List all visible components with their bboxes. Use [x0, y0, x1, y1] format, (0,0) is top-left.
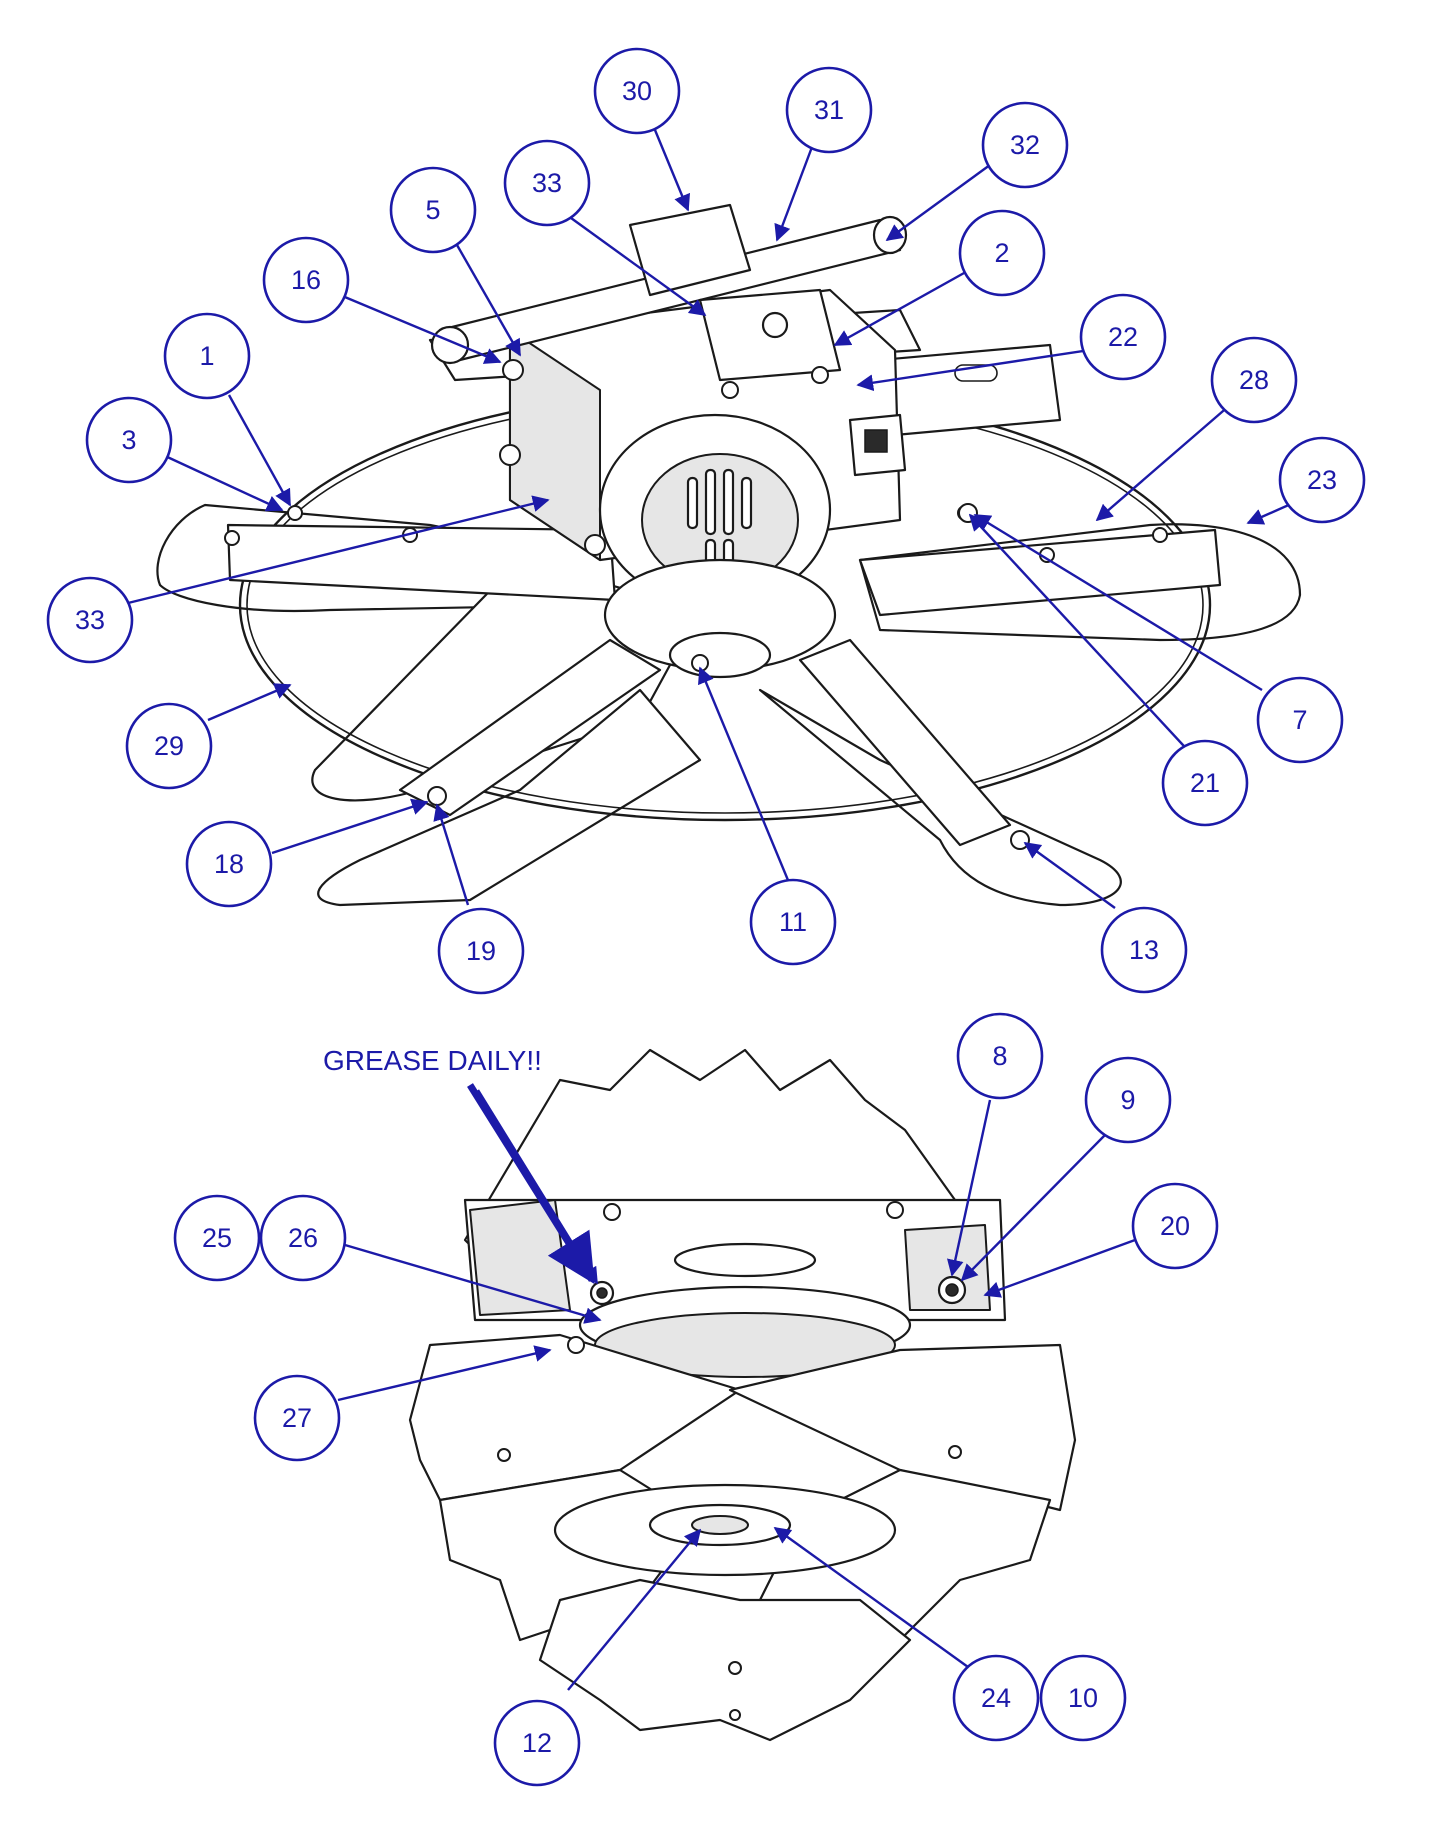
svg-text:20: 20: [1160, 1211, 1190, 1241]
svg-text:1: 1: [199, 341, 214, 371]
upper-assembly-drawing: [156, 203, 1302, 907]
callout-25: 25: [173, 1194, 261, 1282]
grease-daily-note: GREASE DAILY!!: [323, 1045, 542, 1076]
upper-pulley: [673, 1242, 817, 1278]
svg-text:7: 7: [1292, 705, 1307, 735]
callout-26: 26: [259, 1194, 347, 1282]
callout-1: 1: [163, 312, 251, 400]
svg-text:9: 9: [1120, 1085, 1135, 1115]
callout-29: 29: [125, 702, 213, 790]
callout-32: 32: [981, 101, 1069, 189]
callout-33-left: 33: [46, 576, 134, 664]
callout-30: 30: [593, 47, 681, 135]
callout-24: 24: [952, 1654, 1040, 1742]
callout-22: 22: [1079, 293, 1167, 381]
svg-text:11: 11: [779, 907, 807, 937]
svg-text:30: 30: [622, 76, 652, 106]
svg-text:31: 31: [814, 95, 844, 125]
callout-9: 9: [1084, 1056, 1172, 1144]
arm-front-left: [398, 638, 662, 817]
svg-text:24: 24: [981, 1683, 1011, 1713]
lift-hole: [761, 311, 789, 339]
svg-text:23: 23: [1307, 465, 1337, 495]
svg-text:8: 8: [992, 1041, 1007, 1071]
bolts-lower: [497, 1201, 962, 1721]
svg-text:32: 32: [1010, 130, 1040, 160]
callout-11: 11: [749, 878, 837, 966]
callout-28: 28: [1210, 336, 1298, 424]
callout-2: 2: [958, 209, 1046, 297]
lower-blade-bottom: [538, 1578, 912, 1742]
callout-27: 27: [253, 1374, 341, 1462]
frame-slot: [954, 364, 998, 382]
svg-text:16: 16: [291, 265, 321, 295]
callout-31: 31: [785, 66, 873, 154]
lower-blade-left: [408, 1333, 742, 1502]
callout-10: 10: [1039, 1654, 1127, 1742]
svg-text:18: 18: [214, 849, 244, 879]
callout-8: 8: [956, 1012, 1044, 1100]
plug-socket: [864, 429, 888, 453]
svg-text:33: 33: [75, 605, 105, 635]
callout-3: 3: [85, 396, 173, 484]
callout-5: 5: [389, 166, 477, 254]
callout-21: 21: [1161, 739, 1249, 827]
callout-7: 7: [1256, 676, 1344, 764]
center-bore: [691, 1515, 749, 1535]
svg-text:29: 29: [154, 731, 184, 761]
svg-text:10: 10: [1068, 1683, 1098, 1713]
svg-text:12: 12: [522, 1728, 552, 1758]
svg-text:25: 25: [202, 1223, 232, 1253]
lower-assembly-drawing: [408, 1048, 1077, 1742]
svg-text:26: 26: [288, 1223, 318, 1253]
callout-18: 18: [185, 820, 273, 908]
svg-text:19: 19: [466, 936, 496, 966]
svg-text:21: 21: [1190, 768, 1220, 798]
svg-text:22: 22: [1108, 322, 1138, 352]
hub-base: [668, 631, 772, 679]
svg-text:3: 3: [121, 425, 136, 455]
svg-text:28: 28: [1239, 365, 1269, 395]
svg-text:2: 2: [994, 238, 1009, 268]
svg-text:13: 13: [1129, 935, 1159, 965]
arm-front-right: [798, 638, 1012, 847]
leader-lines: [127, 129, 1301, 1691]
grease-daily-arrow: [467, 1083, 595, 1285]
callout-20: 20: [1131, 1182, 1219, 1270]
callout-33-top: 33: [503, 139, 591, 227]
handle-end-right: [872, 215, 908, 255]
svg-text:27: 27: [282, 1403, 312, 1433]
callout-bubbles: 30 31 32 33 5 2 16 22 1 28 3 23 33 7 29 …: [46, 47, 1366, 1787]
callout-13: 13: [1100, 906, 1188, 994]
callout-19: 19: [437, 907, 525, 995]
callout-23: 23: [1278, 436, 1366, 524]
handle-end-left: [430, 325, 470, 365]
svg-text:5: 5: [425, 195, 440, 225]
callout-16: 16: [262, 236, 350, 324]
svg-text:33: 33: [532, 168, 562, 198]
callout-12: 12: [493, 1699, 581, 1787]
arm-right: [858, 528, 1222, 617]
